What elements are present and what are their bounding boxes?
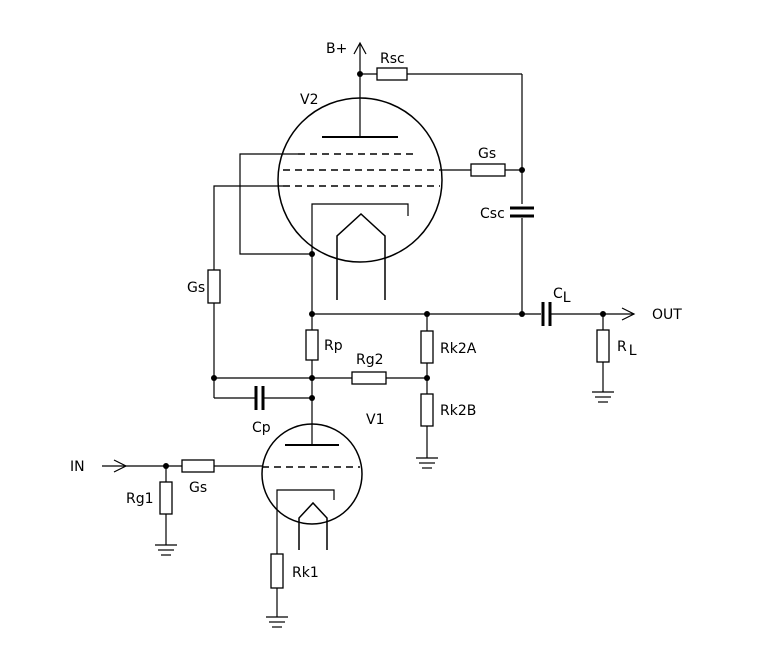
ground-rg1 bbox=[155, 544, 177, 556]
label-rp: Rp bbox=[324, 338, 343, 354]
capacitor-csc bbox=[510, 206, 534, 218]
label-rsc: Rsc bbox=[380, 51, 405, 67]
label-cl: CL bbox=[553, 286, 571, 306]
capacitor-cl bbox=[541, 302, 552, 326]
label-v1: V1 bbox=[366, 412, 384, 428]
junction-dot bbox=[163, 463, 169, 469]
label-v2: V2 bbox=[300, 92, 318, 108]
label-rg2: Rg2 bbox=[356, 352, 384, 368]
label-csc: Csc bbox=[480, 206, 505, 222]
resistor-rl bbox=[596, 329, 610, 363]
label-rk2b: Rk2B bbox=[440, 403, 476, 419]
junction-dot bbox=[309, 311, 315, 317]
resistor-rsc bbox=[376, 67, 408, 81]
resistor-rp bbox=[305, 329, 319, 361]
resistor-gs-input bbox=[181, 459, 215, 473]
label-rk1: Rk1 bbox=[292, 565, 319, 581]
label-bplus: B+ bbox=[326, 41, 347, 57]
output-bus bbox=[312, 307, 636, 321]
resistor-rg2 bbox=[351, 371, 387, 385]
resistor-rk2a bbox=[420, 330, 434, 364]
label-rk2a: Rk2A bbox=[440, 341, 477, 357]
resistor-rg1 bbox=[159, 481, 173, 515]
junction-dot bbox=[211, 375, 217, 381]
capacitor-cp bbox=[254, 386, 265, 410]
junction-dot bbox=[519, 167, 525, 173]
label-rg1: Rg1 bbox=[126, 491, 154, 507]
resistor-rk1 bbox=[270, 553, 284, 589]
label-cp: Cp bbox=[252, 420, 271, 436]
label-gs-left: Gs bbox=[187, 280, 205, 296]
tube-v2 bbox=[277, 97, 443, 300]
label-gs-top: Gs bbox=[478, 146, 496, 162]
resistor-gs-left bbox=[207, 269, 221, 304]
resistor-gs-top bbox=[470, 163, 506, 177]
ground-rl bbox=[592, 391, 614, 403]
rsc-wire bbox=[360, 73, 523, 314]
label-gs-input: Gs bbox=[189, 480, 207, 496]
tube-v1 bbox=[261, 423, 363, 554]
junction-dot bbox=[309, 251, 315, 257]
resistor-rk2b bbox=[420, 393, 434, 427]
ground-rk1 bbox=[266, 616, 288, 628]
ground-rk2b bbox=[416, 457, 438, 469]
junction-dot bbox=[357, 71, 363, 77]
label-out: OUT bbox=[652, 307, 682, 323]
junction-dot bbox=[519, 311, 525, 317]
label-in: IN bbox=[70, 459, 85, 475]
